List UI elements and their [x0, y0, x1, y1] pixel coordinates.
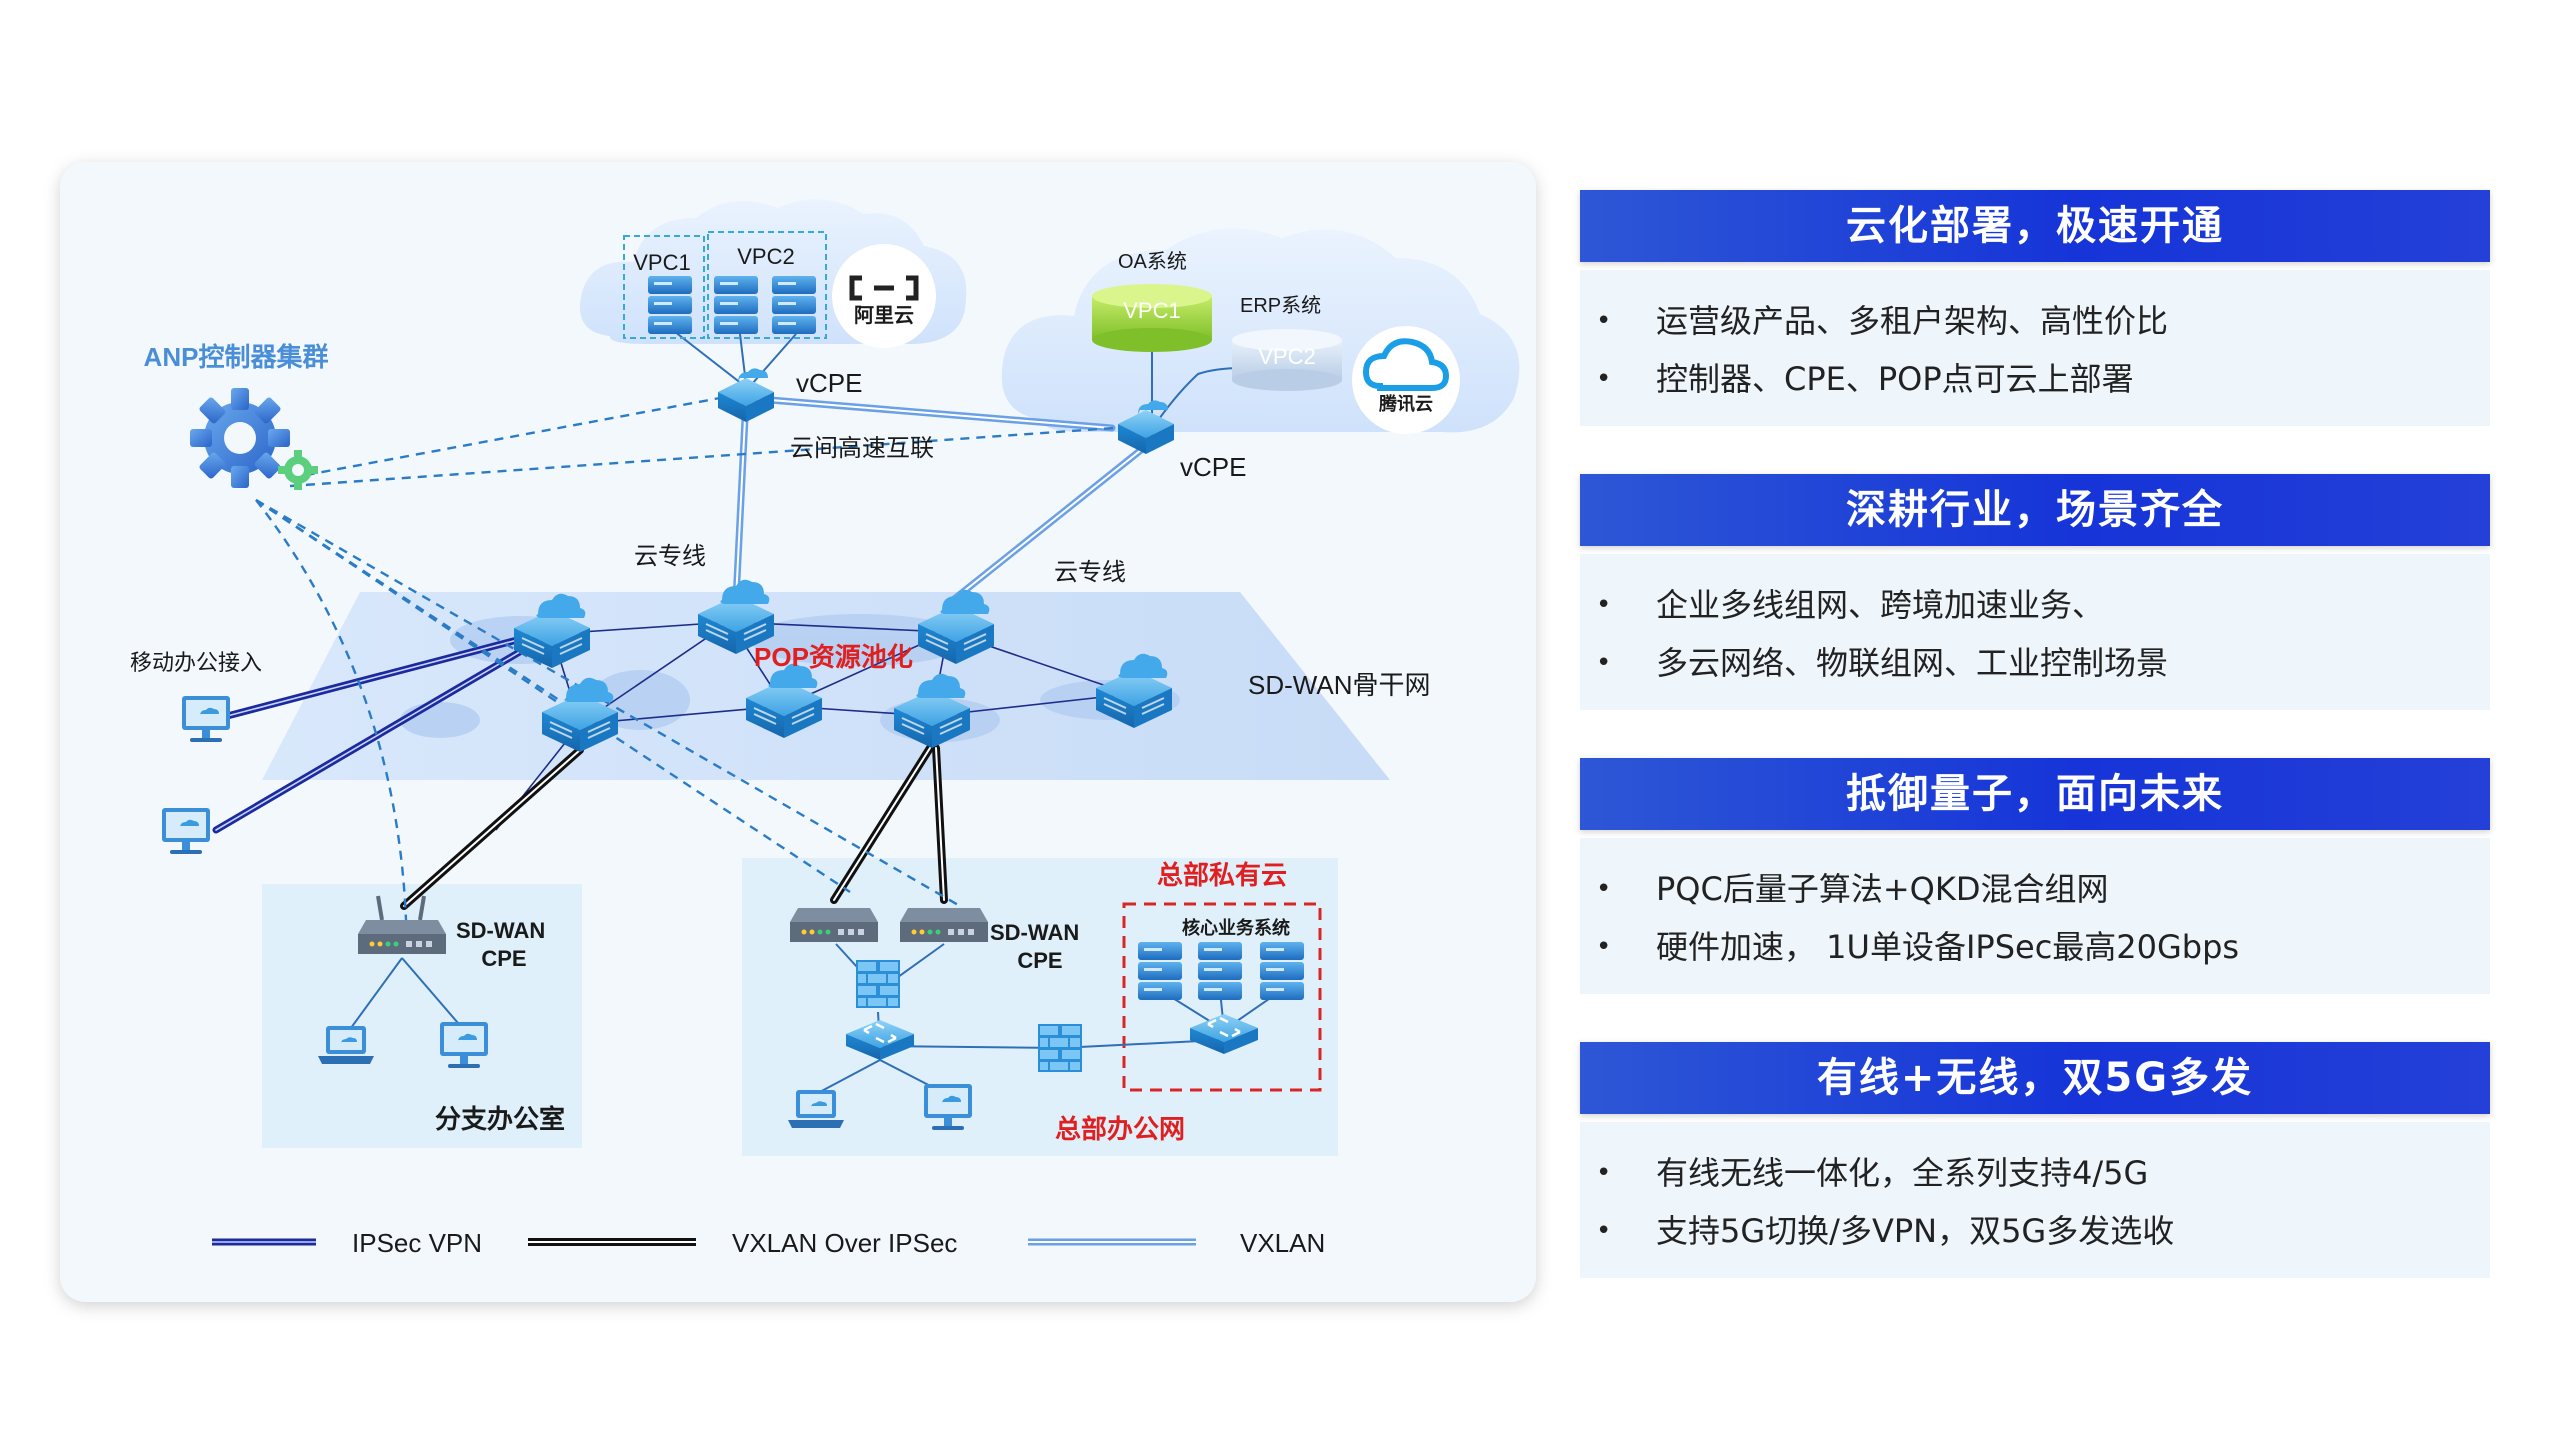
network-diagram: ANP控制器集群 VPC1 VPC2 阿里云 vCPE OA系统 VPC1 ER…: [60, 162, 1536, 1302]
feature-item-text: 运营级产品、多租户架构、高性价比: [1656, 302, 2169, 340]
feature-title: 有线+无线，双5G多发: [1580, 1042, 2490, 1114]
bullet-icon: •: [1596, 648, 1612, 678]
private-cloud-label: 总部私有云: [1157, 860, 1287, 890]
controller-label: ANP控制器集群: [144, 342, 329, 372]
pop-pool-label: POP资源池化: [754, 642, 913, 672]
server-icon: [648, 276, 692, 334]
aliyun-vpc1-label: VPC1: [633, 250, 690, 275]
feature-item: • PQC后量子算法+QKD混合组网: [1580, 860, 2490, 918]
controller-links: [255, 396, 1115, 921]
bullet-icon: •: [1596, 306, 1612, 336]
tencent-vpc1-label: VPC1: [1123, 298, 1180, 323]
aliyun-vpc2-label: VPC2: [737, 244, 794, 269]
feature-item-text: 硬件加速， 1U单设备IPSec最高20Gbps: [1656, 928, 2240, 966]
hq-office-label: 总部办公网: [1055, 1114, 1185, 1144]
feature-item: • 支持5G切换/多VPN，双5G多发选收: [1580, 1202, 2490, 1260]
erp-vpc2-database: [1232, 329, 1342, 391]
feature-item: • 多云网络、物联组网、工业控制场景: [1580, 634, 2490, 692]
bullet-icon: •: [1596, 1216, 1612, 1246]
vxlan-over-ipsec-links: [400, 744, 948, 910]
feature-item: • 控制器、CPE、POP点可云上部署: [1580, 350, 2490, 408]
feature-body: • PQC后量子算法+QKD混合组网 • 硬件加速， 1U单设备IPSec最高20G…: [1580, 838, 2490, 994]
feature-item: • 企业多线组网、跨境加速业务、: [1580, 576, 2490, 634]
feature-title: 深耕行业，场景齐全: [1580, 474, 2490, 546]
feature-body: • 运营级产品、多租户架构、高性价比 • 控制器、CPE、POP点可云上部署: [1580, 270, 2490, 426]
aliyun-vpc2-box: [707, 231, 827, 339]
core-server-icon: [1198, 942, 1242, 1000]
ipsec-vpn-links: [208, 630, 544, 834]
legend-vxlan-over-ipsec: VXLAN Over IPSec: [528, 1228, 957, 1258]
aliyun-vpc1-box: [623, 235, 705, 339]
backbone-map: [262, 592, 1390, 780]
feature-item-text: 多云网络、物联组网、工业控制场景: [1656, 644, 2169, 682]
feature-item-text: 有线无线一体化，全系列支持4/5G: [1656, 1154, 2149, 1192]
erp-system-label: ERP系统: [1240, 294, 1321, 317]
mobile-access-label: 移动办公接入: [130, 650, 262, 675]
branch-laptop-icon: [318, 1026, 374, 1064]
aliyun-logo: [832, 244, 936, 348]
branch-cpe-label-1: SD-WAN: [456, 918, 545, 943]
backbone-label: SD-WAN骨干网: [1248, 670, 1430, 700]
branch-router-icon: [358, 895, 446, 954]
feature-title: 抵御量子，面向未来: [1580, 758, 2490, 830]
legend-ipsec-vpn: IPSec VPN: [212, 1228, 482, 1258]
branch-lan: [347, 957, 465, 1033]
feature-item: • 有线无线一体化，全系列支持4/5G: [1580, 1144, 2490, 1202]
bullet-icon: •: [1596, 874, 1612, 904]
tencent-logo: [1352, 326, 1460, 434]
feature-item: • 硬件加速， 1U单设备IPSec最高20Gbps: [1580, 918, 2490, 976]
bullet-icon: •: [1596, 364, 1612, 394]
core-server-icon: [1138, 942, 1182, 1000]
tencent-vcpe-label: vCPE: [1180, 452, 1246, 482]
feature-item-text: PQC后量子算法+QKD混合组网: [1656, 870, 2109, 908]
legend-ipsec-vpn-label: IPSec VPN: [352, 1228, 482, 1258]
legend-vxlan-label: VXLAN: [1240, 1228, 1325, 1258]
feature-body: • 有线无线一体化，全系列支持4/5G • 支持5G切换/多VPN，双5G多发选收: [1580, 1122, 2490, 1278]
aliyun-logo-label: 阿里云: [854, 304, 914, 327]
feature-item-text: 控制器、CPE、POP点可云上部署: [1656, 360, 2134, 398]
cloud-interconnect-label: 云间高速互联: [790, 435, 934, 462]
hq-firewall-icon: [1038, 1024, 1082, 1072]
oa-system-label: OA系统: [1118, 250, 1187, 273]
server-icon: [714, 276, 758, 334]
server-icon: [772, 276, 816, 334]
core-system-label: 核心业务系统: [1182, 917, 1290, 938]
core-server-icon: [1260, 942, 1304, 1000]
hq-zone: [742, 858, 1338, 1156]
bullet-icon: •: [1596, 932, 1612, 962]
feature-item: • 运营级产品、多租户架构、高性价比: [1580, 292, 2490, 350]
aliyun-vcpe-label: vCPE: [796, 368, 862, 398]
oa-vpc1-database: [1092, 284, 1212, 352]
hq-firewall-icon: [856, 960, 900, 1008]
cloud-line-left-label: 云专线: [634, 543, 706, 570]
feature-item-text: 支持5G切换/多VPN，双5G多发选收: [1656, 1212, 2175, 1250]
legend: IPSec VPN VXLAN Over IPSec VXLAN: [212, 1228, 1325, 1258]
vxlan-links: [732, 394, 1150, 608]
hq-laptop-icon: [788, 1090, 844, 1128]
feature-title: 云化部署，极速开通: [1580, 190, 2490, 262]
bullet-icon: •: [1596, 1158, 1612, 1188]
bullet-icon: •: [1596, 590, 1612, 620]
legend-vxlan-over-ipsec-label: VXLAN Over IPSec: [732, 1228, 957, 1258]
legend-vxlan: VXLAN: [1028, 1228, 1325, 1258]
tencent-vpc2-label: VPC2: [1258, 344, 1315, 369]
hq-cpe-label-2: CPE: [1017, 948, 1062, 973]
branch-office-label: 分支办公室: [435, 1104, 565, 1134]
hq-router-icon: [900, 908, 988, 942]
feature-item-text: 企业多线组网、跨境加速业务、: [1656, 586, 2105, 624]
branch-cpe-label-2: CPE: [481, 946, 526, 971]
tencent-logo-label: 腾讯云: [1379, 393, 1433, 414]
hq-router-icon: [790, 908, 878, 942]
private-cloud-box: [1122, 902, 1322, 1092]
controller-gear-icon: [190, 388, 318, 490]
hq-cpe-label-1: SD-WAN: [990, 920, 1079, 945]
feature-body: • 企业多线组网、跨境加速业务、 • 多云网络、物联组网、工业控制场景: [1580, 554, 2490, 710]
cloud-line-right-label: 云专线: [1054, 559, 1126, 586]
